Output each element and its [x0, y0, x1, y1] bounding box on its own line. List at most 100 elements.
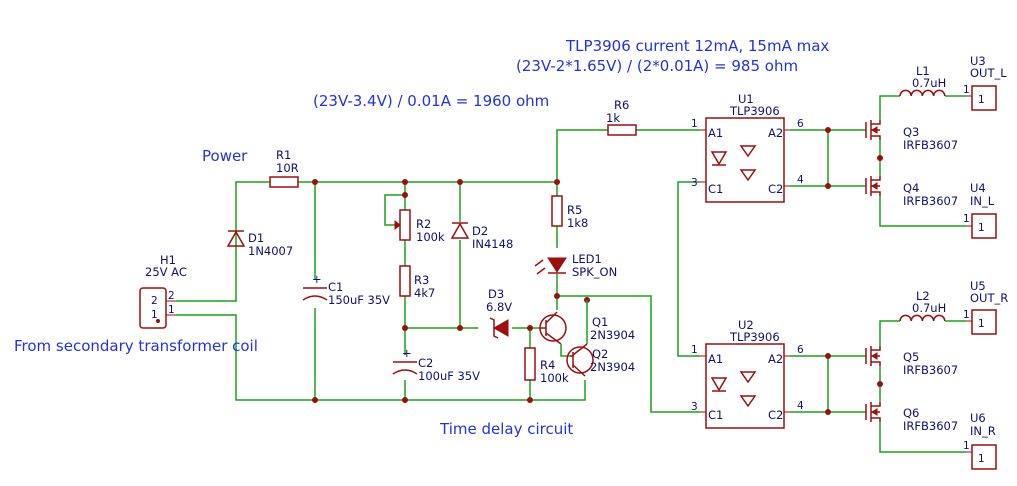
u2-pin-a2: A2 [768, 352, 783, 366]
r3-value: 4k7 [414, 286, 435, 300]
u5-pin-ext: 1 [963, 309, 970, 321]
d1-ref: D1 [248, 231, 264, 245]
junction-dot [877, 381, 883, 387]
c1-ref: C1 [328, 280, 343, 294]
u2-pin-num-1: 1 [691, 344, 698, 356]
u1-pin-a1: A1 [708, 126, 723, 140]
u6-ref: U6 [970, 411, 986, 425]
q5-ref: Q5 [903, 350, 919, 364]
junction-dot [825, 409, 831, 415]
l2-inductor: L2 0.7uH [899, 289, 946, 322]
note-tlp-formula: (23V-2*1.65V) / (2*0.01A) = 985 ohm [516, 57, 798, 75]
r4-ref: R4 [540, 358, 555, 372]
d1-value: 1N4007 [248, 244, 293, 258]
r3-resistor: R3 4k7 [399, 265, 435, 300]
u2-ref: U2 [738, 318, 754, 332]
r1-value: 10R [276, 161, 299, 175]
r6-ref: R6 [614, 98, 629, 112]
q1-transistor: Q1 2N3904 [539, 311, 635, 345]
q2-transistor: Q2 2N3904 [560, 300, 635, 377]
r2-ref: R2 [416, 217, 431, 231]
c1-capacitor: + C1 150uF 35V [302, 272, 390, 307]
q4-ref: Q4 [903, 181, 919, 195]
led-arrow-icon [534, 259, 544, 267]
q6-mosfet: Q6 IRFB3607 [865, 402, 958, 433]
d1-diode: D1 1N4007 [226, 230, 293, 258]
junction-dot [457, 325, 463, 331]
l2-value: 0.7uH [912, 301, 946, 315]
h1-ref: H1 [160, 253, 176, 267]
u1-pin-c1: C1 [708, 182, 723, 196]
note-tlp-current: TLP3906 current 12mA, 15mA max [565, 37, 829, 55]
u2-value: TLP3906 [729, 330, 780, 344]
u1-pin-num-4: 4 [797, 174, 804, 186]
junction-dot [527, 325, 533, 331]
u5-pin: 1 [978, 318, 985, 330]
q5-value: IRFB3607 [903, 363, 958, 377]
q3-mosfet: Q3 IRFB3607 [865, 120, 958, 152]
r4-resistor: R4 100k [524, 347, 569, 385]
c2-capacitor: + C2 100uF 35V [392, 346, 480, 383]
d3-zener-diode: D3 6.8V [486, 287, 512, 339]
note-time-delay: Time delay circuit [439, 420, 573, 438]
u3-pin: 1 [978, 94, 985, 106]
u2-pin-num-3: 3 [691, 401, 698, 413]
q4-mosfet: Q4 IRFB3607 [865, 176, 958, 208]
u2-pin-num-4: 4 [797, 400, 804, 412]
c1-plus-icon: + [312, 272, 322, 286]
u3-ref: U3 [970, 54, 986, 68]
r5-ref: R5 [567, 203, 582, 217]
led1-value: SPK_ON [572, 265, 617, 279]
u6-connector: U6 IN_R 1 1 [963, 411, 997, 470]
junction-dot [877, 155, 883, 161]
junction-dot [457, 179, 463, 185]
l1-value: 0.7uH [912, 76, 946, 90]
q2-value: 2N3904 [590, 360, 635, 374]
u3-pin-ext: 1 [963, 84, 970, 96]
u5-ref: U5 [970, 279, 986, 293]
u6-value: IN_R [970, 424, 996, 438]
q3-value: IRFB3607 [903, 138, 958, 152]
u1-pin-num-1: 1 [691, 118, 698, 130]
h1-connector: H1 25V AC 2 1 2 1 [139, 253, 187, 329]
d3-value: 6.8V [486, 300, 512, 314]
q6-value: IRFB3607 [903, 419, 958, 433]
q2-ref: Q2 [592, 347, 608, 361]
u1-pin-c2: C2 [768, 182, 783, 196]
c2-value: 100uF 35V [418, 369, 480, 383]
junction-dot [825, 183, 831, 189]
u4-pin: 1 [978, 222, 985, 234]
c2-ref: C2 [418, 356, 433, 370]
u1-optocoupler: U1 TLP3906 A1 C1 A2 C2 1 3 6 4 [691, 92, 804, 203]
note-led-formula: (23V-3.4V) / 0.01A = 1960 ohm [313, 92, 549, 110]
l2-ref: L2 [916, 289, 930, 303]
junction-dot [402, 192, 408, 198]
l1-inductor: L1 0.7uH [899, 64, 946, 97]
d2-ref: D2 [472, 224, 488, 238]
u1-pin-a2: A2 [768, 126, 783, 140]
r2-value: 100k [416, 230, 445, 244]
wires [176, 95, 966, 453]
junction-dot [312, 397, 318, 403]
u4-connector: U4 IN_L 1 1 [963, 181, 997, 239]
junction-dot [825, 353, 831, 359]
junction-dot [402, 397, 408, 403]
u6-pin-ext: 1 [963, 440, 970, 452]
d3-ref: D3 [488, 287, 504, 301]
d2-diode: D2 IN4148 [450, 222, 513, 251]
u1-pin-num-3: 3 [691, 177, 698, 189]
d2-value: IN4148 [472, 237, 513, 251]
u2-pin-num-6: 6 [797, 344, 804, 356]
u3-value: OUT_L [970, 66, 1007, 80]
u3-connector: U3 OUT_L 1 1 [963, 54, 1007, 111]
junction-dot [825, 127, 831, 133]
junction-dot [312, 179, 318, 185]
q5-mosfet: Q5 IRFB3607 [865, 346, 958, 377]
r4-value: 100k [540, 371, 569, 385]
u5-connector: U5 OUT_R 1 1 [963, 279, 1008, 335]
u4-value: IN_L [970, 194, 995, 208]
h1-pin-bottom-ext: 1 [168, 304, 175, 316]
h1-value: 25V AC [145, 265, 187, 279]
q4-value: IRFB3607 [903, 194, 958, 208]
c1-value: 150uF 35V [328, 293, 390, 307]
